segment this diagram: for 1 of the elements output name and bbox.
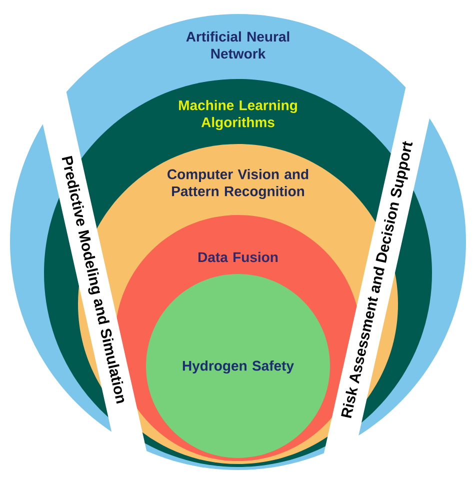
ring-segment: Hydrogen Safety <box>146 274 330 458</box>
